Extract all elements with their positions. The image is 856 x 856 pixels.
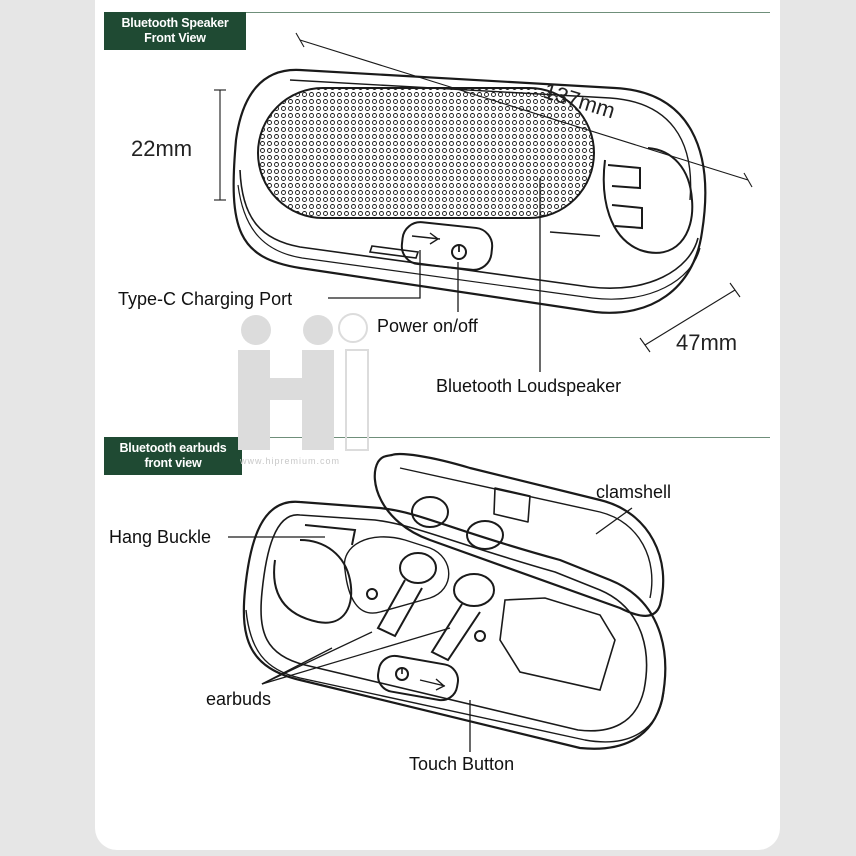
earbuds-clamshell-lid xyxy=(373,452,665,617)
speaker-badge-subtitle: Front View xyxy=(144,31,206,45)
speaker-hang-loop xyxy=(549,147,694,254)
earbuds-hang-buckle xyxy=(273,524,357,624)
speaker-leader-lines xyxy=(328,178,541,372)
label-clamshell: clamshell xyxy=(596,482,672,502)
earbuds-inner-compartment xyxy=(499,597,616,691)
earbuds-touch-panel xyxy=(377,654,459,702)
earbuds-leader-lines xyxy=(228,507,633,752)
speaker-section-badge: Bluetooth Speaker Front View xyxy=(104,12,246,50)
label-bluetooth-loudspeaker: Bluetooth Loudspeaker xyxy=(436,376,622,396)
label-type-c-charging-port: Type-C Charging Port xyxy=(118,289,293,309)
speaker-dim-depth: 47mm xyxy=(676,330,738,355)
label-hang-buckle: Hang Buckle xyxy=(109,527,212,547)
speaker-grill xyxy=(257,87,595,219)
speaker-section-rule xyxy=(242,12,770,13)
speaker-badge-title: Bluetooth Speaker xyxy=(121,16,229,30)
earbuds-badge-subtitle: front view xyxy=(144,456,202,470)
earbuds-case-body xyxy=(242,500,667,750)
label-earbuds: earbuds xyxy=(206,689,272,709)
earbuds-badge-title: Bluetooth earbuds xyxy=(119,441,227,455)
speaker-body xyxy=(232,68,707,314)
earbuds-section-rule xyxy=(242,437,770,438)
label-touch-button: Touch Button xyxy=(409,754,515,774)
speaker-dimension-lines xyxy=(214,32,753,353)
watermark-text: www.hipremium.com xyxy=(240,456,341,466)
label-power-on-off: Power on/off xyxy=(377,316,478,336)
earbuds-pair xyxy=(343,536,495,662)
speaker-dim-height: 22mm xyxy=(131,136,193,161)
earbuds-section-badge: Bluetooth earbuds front view xyxy=(104,437,242,475)
watermark-logo xyxy=(238,313,369,451)
speaker-control-panel xyxy=(400,221,494,271)
